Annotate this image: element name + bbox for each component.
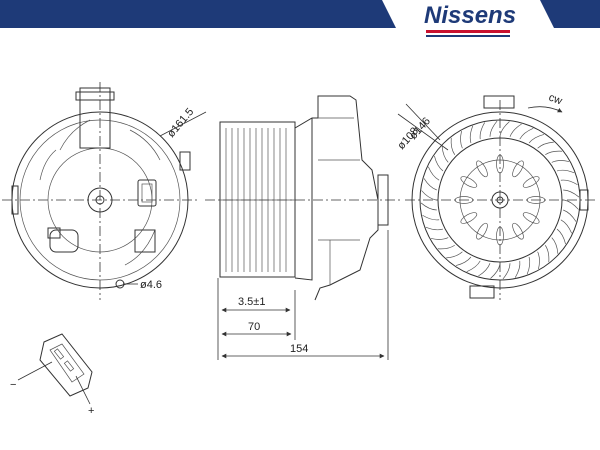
impeller-blade [563,199,579,210]
impeller-blade [425,226,444,231]
impeller-blade [502,263,511,280]
front-depth-dimension: 70 [248,321,260,333]
impeller-blade [519,128,534,140]
rotation-arrow [527,106,563,113]
connector-detail: − + [10,333,94,417]
impeller-blade [551,160,570,163]
impeller-blade [421,190,437,201]
impeller-spoke [496,226,504,246]
impeller-spoke [460,212,478,224]
impeller-blade [450,137,456,155]
impeller-blade [460,130,463,149]
impeller-blade [560,179,578,186]
impeller-blade [437,244,455,250]
outer-diameter-label: ø161.5 [165,106,196,140]
impeller-spokes [454,154,546,246]
impeller-blade [466,260,481,272]
impeller-blade [537,141,554,149]
impeller-spoke [460,176,478,188]
impeller-blade [526,256,531,275]
impeller-blade [556,169,575,174]
impeller-blades-front [420,120,580,280]
impeller-spoke [512,222,524,240]
impeller-blade [446,251,463,259]
impeller-blade [420,202,437,211]
impeller-spoke [512,160,524,178]
hole-diameter-label: ø4.6 [140,279,162,291]
impeller-blade [441,146,449,163]
impeller-blade [434,155,444,172]
total-depth-dimension: 154 [290,343,308,355]
impeller-blade [423,178,437,191]
impeller-blade [478,263,491,277]
impeller-blade [545,150,563,156]
impeller-blade [490,263,501,279]
impeller-blade [430,237,449,240]
impeller-blade [479,122,486,140]
impeller-spoke [476,222,488,240]
impeller-blades-side [220,128,295,272]
impeller-blade [563,189,580,198]
impeller-spoke [526,196,546,204]
impeller-blade [489,120,498,137]
impeller-blade [455,256,472,266]
impeller-blade [422,214,440,221]
right-banner-bar [540,0,600,28]
header-banner: Nissens [0,0,600,37]
impeller-blade [499,121,510,137]
impeller-blade [428,166,440,181]
left-banner-bar [0,0,396,28]
impeller-blade [514,260,521,278]
rotation-direction-label: cw [547,92,564,108]
impeller-spoke [496,154,504,174]
motor-side-view: 3.5±1 70 154 [205,95,400,360]
impeller-blade [537,251,540,270]
impeller-blade [509,123,522,137]
motor-rear-view: ø161.5 ø4.6 [2,82,207,300]
impeller-blade [556,228,566,245]
impeller-blade [560,219,572,234]
impeller-spoke [522,176,540,188]
impeller-blade [528,134,545,144]
impeller-blade [544,245,550,263]
logo-underline-blue [426,35,510,37]
impeller-spoke [454,196,474,204]
impeller-front-view: ø146 ø108 cw [395,92,595,300]
impeller-blade [551,237,559,254]
offset-dimension: 3.5±1 [238,296,265,308]
connector-plus-label: + [88,405,94,417]
brand-logo: Nissens [424,2,516,29]
impeller-spoke [522,212,540,224]
impeller-spoke [476,160,488,178]
impeller-blade [563,209,577,222]
impeller-blade [469,125,474,144]
logo-underline-red [426,30,510,33]
connector-minus-label: − [10,379,16,391]
